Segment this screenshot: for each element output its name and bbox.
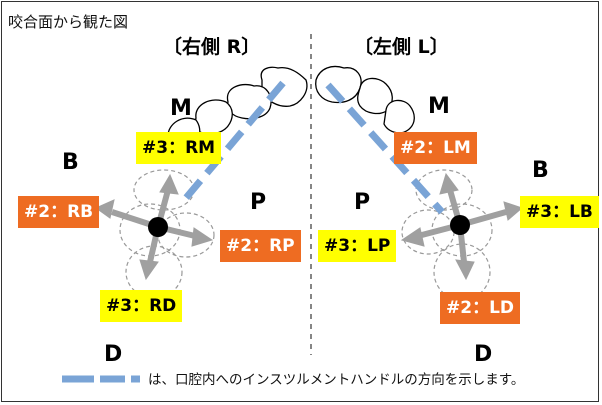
- left-m-label: M: [428, 94, 450, 119]
- legend-text: は、口腔内へのインスツルメントハンドルの方向を示します。: [148, 372, 525, 388]
- badge-lb: #3：LB: [520, 196, 599, 228]
- left-target-point: [450, 215, 470, 235]
- right-p-label: P: [250, 190, 267, 215]
- right-b-label: B: [62, 150, 79, 175]
- left-d-label: D: [474, 342, 493, 367]
- left-side-label: 〔左側 L〕: [354, 36, 449, 58]
- right-m-label: M: [170, 96, 192, 121]
- badge-ld: #2：LD: [440, 292, 521, 324]
- right-target-point: [148, 217, 168, 237]
- right-d-label: D: [104, 342, 123, 367]
- diagram-title: 咬合面から観た図: [8, 13, 129, 31]
- right-side-label: 〔右側 R〕: [163, 36, 261, 58]
- badge-rd: #3：RD: [100, 290, 183, 322]
- badge-lm: #2：LM: [394, 132, 477, 164]
- badge-lp: #3：LP: [318, 230, 397, 262]
- left-b-label: B: [532, 158, 549, 183]
- badge-rm: #3：RM: [136, 132, 222, 164]
- badge-rb: #2：RB: [18, 196, 100, 228]
- handle-direction-lines: [177, 80, 445, 215]
- badge-rp: #2：RP: [220, 230, 301, 262]
- left-p-label: P: [354, 190, 371, 215]
